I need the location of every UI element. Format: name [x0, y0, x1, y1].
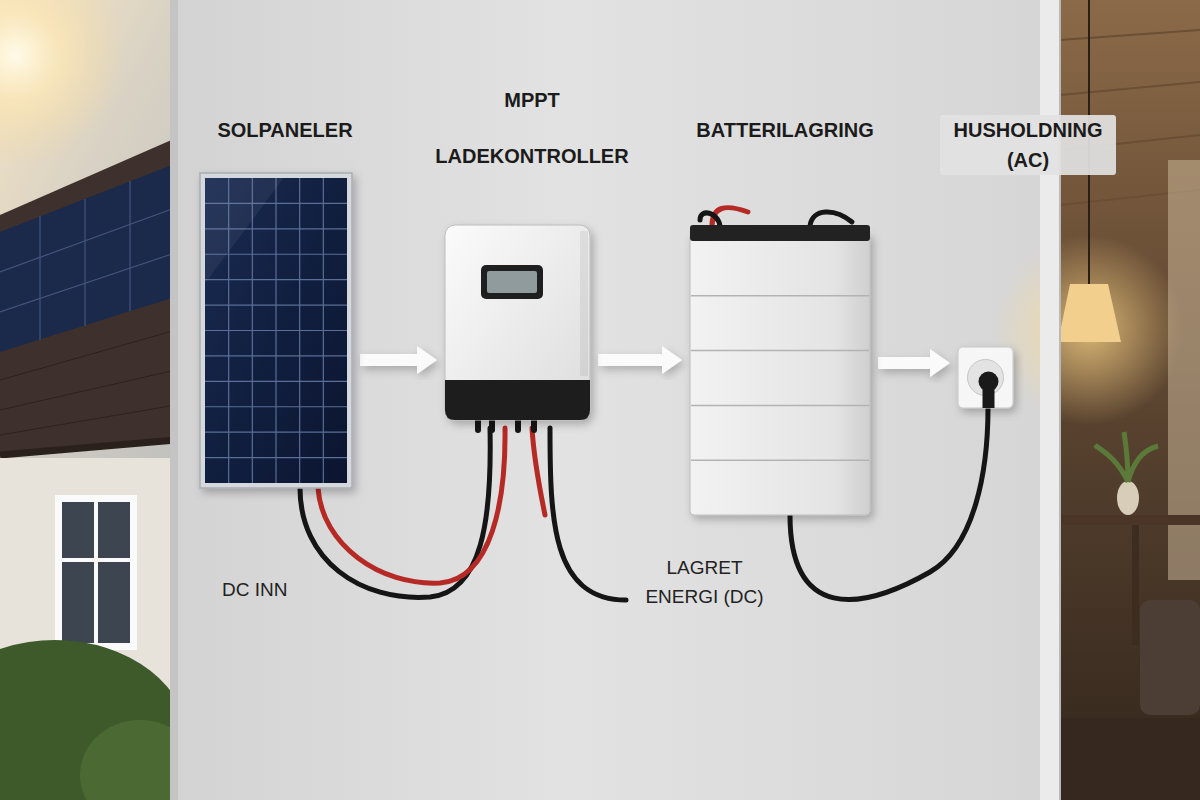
roof-panel-grid	[0, 181, 172, 340]
solar-panel-drawing	[200, 173, 352, 488]
black-wire	[550, 428, 626, 600]
window-mullion	[94, 502, 98, 643]
cell-line	[205, 355, 347, 356]
terminal	[475, 420, 481, 430]
component-heading: MPPT LADEKONTROLLER	[427, 72, 637, 184]
cell-line	[205, 330, 347, 331]
tile-row	[0, 405, 176, 435]
panel-sheen	[205, 178, 284, 283]
sun-glow	[0, 0, 125, 165]
flow-arrow	[598, 346, 682, 374]
roof-solar-array	[0, 165, 172, 352]
flow-arrow	[360, 346, 437, 374]
battery-storage: BATTERILAGRING	[690, 225, 870, 515]
terminal	[531, 420, 537, 430]
wall-socket-drawing	[958, 347, 1013, 408]
window-frame	[55, 495, 137, 650]
module-seam	[691, 350, 869, 352]
cell-line	[205, 406, 347, 407]
plank-line	[1060, 30, 1200, 40]
tile-row	[0, 370, 176, 410]
grid-line	[84, 199, 85, 326]
component-heading: SOLPANELER	[185, 118, 385, 142]
panel-cells	[205, 178, 347, 483]
module-seam	[691, 405, 869, 407]
grid-line	[0, 254, 172, 312]
battery-terminal-wire	[810, 212, 852, 226]
cell-line	[205, 432, 347, 433]
panel-frame	[200, 173, 352, 488]
lamp-shade	[1058, 284, 1121, 342]
terminal	[515, 420, 521, 430]
table-leg	[1132, 525, 1139, 645]
sofa	[1140, 600, 1200, 715]
display-bezel	[481, 265, 543, 299]
cell-line	[205, 457, 347, 458]
roof	[0, 138, 176, 455]
charge-controller-drawing	[445, 225, 590, 420]
component-heading: BATTERILAGRING	[675, 118, 895, 142]
solar-panel: SOLPANELER	[200, 173, 352, 488]
module-seam	[691, 295, 869, 297]
wire-label: LAGRET ENERGI (DC)	[632, 553, 777, 611]
battery-cap	[690, 225, 870, 241]
flow-arrow	[878, 349, 950, 377]
cell-line	[205, 381, 347, 382]
cell-line	[205, 304, 347, 305]
controller-side-shade	[580, 231, 588, 376]
red-wire	[532, 428, 545, 515]
window-mullion	[62, 558, 130, 562]
wiring	[300, 208, 988, 600]
tile-row	[0, 330, 176, 380]
cell-line	[205, 279, 347, 280]
window-glass	[62, 502, 130, 643]
outdoor-view	[0, 0, 200, 800]
gutter	[0, 440, 176, 455]
grid-line	[39, 216, 40, 340]
battery-drawing	[690, 225, 870, 515]
charge-controller: MPPT LADEKONTROLLER	[445, 225, 590, 420]
battery-terminal-wire	[700, 213, 720, 226]
roof-tiles	[0, 330, 176, 435]
display	[487, 271, 537, 293]
table-top	[1060, 515, 1200, 525]
vase	[1117, 481, 1139, 515]
wire-label: DC INN	[222, 578, 342, 602]
controller-body	[445, 225, 590, 420]
controller-terminals	[478, 420, 534, 430]
component-heading: HUSHOLDNING (AC)	[940, 115, 1116, 175]
plant	[1095, 432, 1158, 482]
grid-line	[129, 181, 130, 311]
terminal	[489, 420, 495, 430]
module-seam	[691, 459, 869, 461]
plug-body	[983, 382, 995, 409]
floor	[1060, 718, 1200, 800]
socket-plate	[958, 347, 1013, 408]
battery-body	[690, 233, 870, 515]
household-socket: HUSHOLDNING (AC)	[958, 347, 1013, 408]
plank-line	[1060, 82, 1200, 95]
wall-edge-shadow	[170, 0, 178, 800]
wall	[170, 0, 1042, 800]
controller-base	[445, 380, 590, 420]
